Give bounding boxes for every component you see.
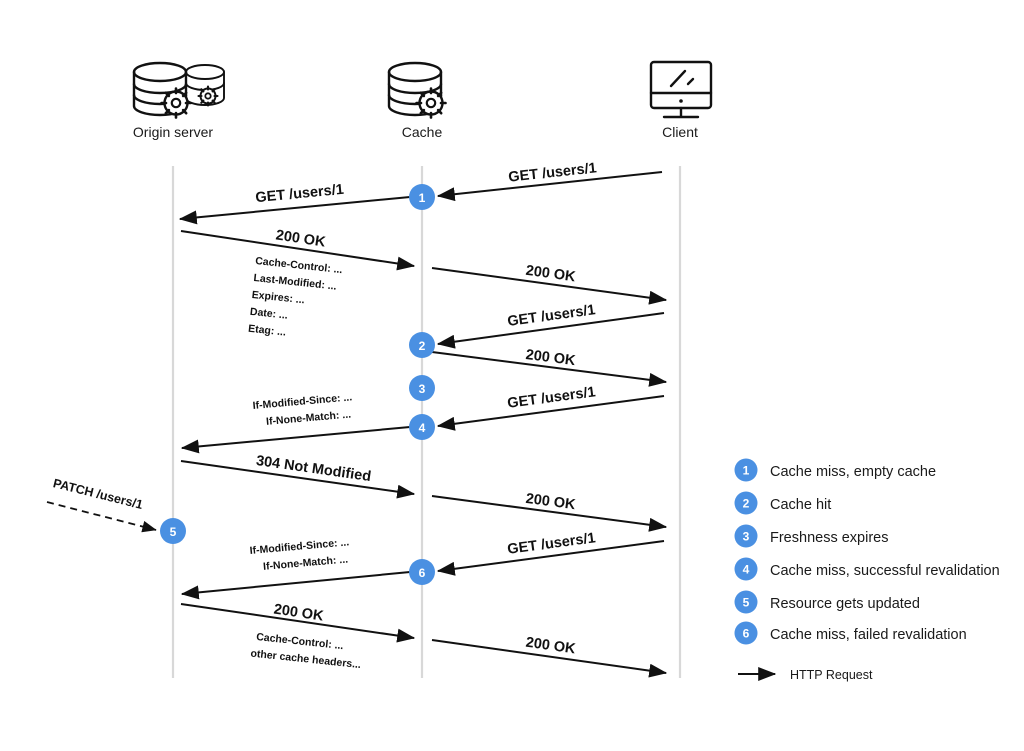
desktop-monitor-icon bbox=[649, 60, 713, 119]
message-label-m4: 200 OK bbox=[525, 263, 577, 286]
message-arrow-m1 bbox=[436, 171, 663, 202]
message-headers-m8: If-Modified-Since: ... If-None-Match: ..… bbox=[252, 391, 352, 428]
step-marker-number: 2 bbox=[419, 339, 426, 353]
legend-item-label: Cache miss, empty cache bbox=[770, 464, 936, 480]
message-label-m12: GET /users/1 bbox=[506, 530, 596, 558]
legend-item-2: 2 Cache hit bbox=[734, 491, 831, 515]
message-arrow-m7 bbox=[436, 395, 665, 431]
legend-item-number: 4 bbox=[743, 563, 750, 577]
message-arrow-m9 bbox=[180, 460, 416, 499]
message-arrow-m14 bbox=[180, 603, 416, 643]
legend-arrow-key: HTTP Request bbox=[738, 667, 873, 682]
step-marker-2: 2 bbox=[409, 332, 435, 358]
legend-item-label: Cache hit bbox=[770, 497, 831, 513]
message-arrow-m13 bbox=[180, 571, 411, 600]
message-headers-m14: Cache-Control: ... other cache headers..… bbox=[250, 631, 362, 672]
message-arrow-m10 bbox=[431, 495, 668, 532]
legend-arrow-label: HTTP Request bbox=[790, 668, 873, 682]
header-line: If-None-Match: ... bbox=[266, 408, 352, 427]
message-label-m14: 200 OK bbox=[273, 602, 325, 625]
message-label-m11: PATCH /users/1 bbox=[52, 476, 145, 512]
message-arrow-m6 bbox=[431, 351, 668, 387]
message-label-m10: 200 OK bbox=[525, 491, 577, 514]
header-line: Etag: ... bbox=[248, 323, 287, 339]
header-line: other cache headers... bbox=[250, 648, 362, 672]
message-arrow-m4 bbox=[431, 267, 668, 305]
database-gear-icon bbox=[387, 61, 447, 119]
message-arrow-m11 bbox=[46, 501, 157, 533]
legend-item-number: 1 bbox=[743, 464, 750, 478]
step-marker-number: 3 bbox=[419, 382, 426, 396]
legend-item-number: 2 bbox=[743, 497, 750, 511]
message-arrow-m3 bbox=[180, 230, 416, 271]
legend-item-label: Cache miss, failed revalidation bbox=[770, 627, 967, 643]
step-marker-number: 6 bbox=[419, 566, 426, 580]
step-marker-1: 1 bbox=[409, 184, 435, 210]
message-label-m2: GET /users/1 bbox=[255, 182, 345, 206]
step-marker-number: 4 bbox=[419, 421, 426, 435]
message-headers-m13: If-Modified-Since: ... If-None-Match: ..… bbox=[249, 536, 349, 573]
step-marker-6: 6 bbox=[409, 559, 435, 585]
database-stack-gear-icon bbox=[132, 61, 225, 119]
message-label-m15: 200 OK bbox=[525, 635, 577, 658]
actor-label-origin: Origin server bbox=[133, 124, 213, 140]
message-arrow-m15 bbox=[431, 639, 668, 678]
legend-item-number: 6 bbox=[743, 627, 750, 641]
header-line: If-None-Match: ... bbox=[263, 553, 349, 572]
message-label-m1: GET /users/1 bbox=[508, 160, 598, 185]
legend-item-number: 3 bbox=[743, 530, 750, 544]
actor-label-cache: Cache bbox=[402, 124, 443, 140]
step-marker-5: 5 bbox=[160, 518, 186, 544]
legend: 1 Cache miss, empty cache 2 Cache hit 3 … bbox=[734, 458, 1000, 682]
legend-item-1: 1 Cache miss, empty cache bbox=[734, 458, 936, 482]
message-label-m6: 200 OK bbox=[525, 347, 577, 369]
legend-item-3: 3 Freshness expires bbox=[734, 524, 888, 548]
legend-item-5: 5 Resource gets updated bbox=[734, 590, 920, 614]
legend-item-number: 5 bbox=[743, 596, 750, 610]
step-marker-3: 3 bbox=[409, 375, 435, 401]
message-arrow-m12 bbox=[436, 540, 665, 576]
actor-label-client: Client bbox=[662, 124, 698, 140]
header-line: Date: ... bbox=[249, 306, 288, 322]
message-arrow-m2 bbox=[178, 196, 411, 225]
step-marker-number: 1 bbox=[419, 191, 426, 205]
step-marker-4: 4 bbox=[409, 414, 435, 440]
message-arrow-m5 bbox=[436, 312, 665, 349]
message-label-m5: GET /users/1 bbox=[506, 302, 596, 330]
message-headers-m3: Cache-Control: ... Last-Modified: ... Ex… bbox=[248, 255, 343, 339]
message-label-m3: 200 OK bbox=[275, 227, 327, 250]
legend-item-6: 6 Cache miss, failed revalidation bbox=[734, 621, 967, 645]
step-marker-number: 5 bbox=[170, 525, 177, 539]
legend-item-label: Freshness expires bbox=[770, 530, 888, 546]
legend-item-4: 4 Cache miss, successful revalidation bbox=[734, 557, 1000, 581]
header-line: Expires: ... bbox=[251, 289, 305, 306]
legend-item-label: Cache miss, successful revalidation bbox=[770, 563, 1000, 579]
legend-item-label: Resource gets updated bbox=[770, 596, 920, 612]
message-arrow-m8 bbox=[180, 426, 411, 454]
